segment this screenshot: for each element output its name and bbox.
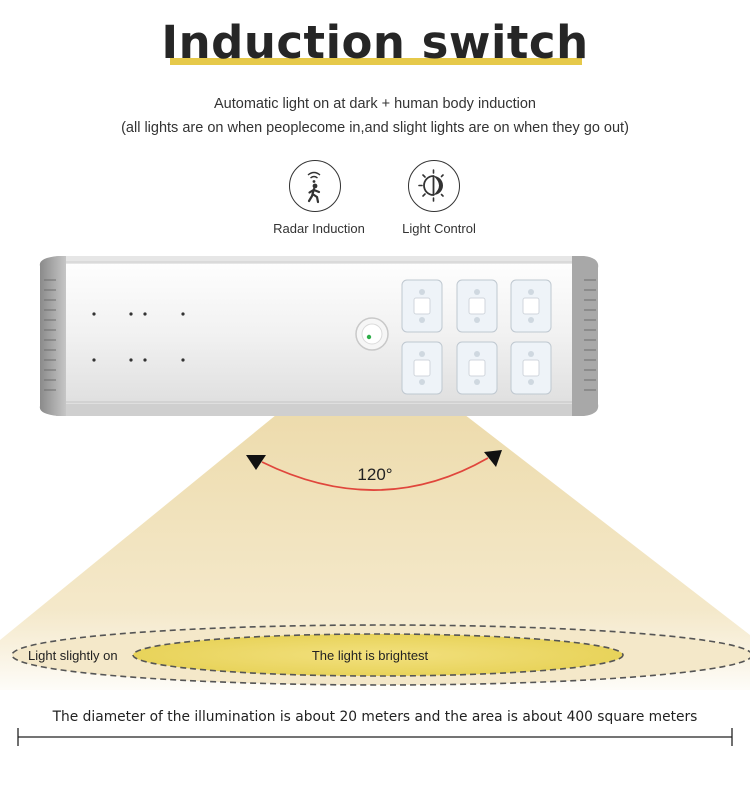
led-module: [401, 341, 443, 395]
led-module: [510, 279, 552, 333]
radar-induction-badge: [289, 160, 341, 212]
page-title: Induction switch: [161, 16, 589, 69]
angle-label: 120°: [357, 465, 393, 484]
subtitle-line-2: (all lights are on when peoplecome in,an…: [121, 120, 629, 136]
led-module-grid: [401, 279, 552, 395]
ground-fade: [0, 690, 750, 803]
angle-arc: [261, 457, 489, 491]
light-control-label: Light Control: [402, 221, 476, 236]
led-module: [456, 341, 498, 395]
sun-moon-icon: [418, 169, 444, 202]
arc-arrow-right: [484, 450, 502, 467]
radar-induction-label: Radar Induction: [273, 221, 365, 236]
radar-person-icon: [307, 171, 321, 204]
title-underline: [170, 58, 582, 65]
arc-arrow-left: [246, 455, 266, 470]
led-module: [401, 279, 443, 333]
illumination-caption: The diameter of the illumination is abou…: [52, 709, 698, 725]
subtitle-line-1: Automatic light on at dark + human body …: [213, 96, 537, 112]
light-beam: [0, 340, 750, 700]
bright-zone-label: The light is brightest: [311, 648, 429, 663]
dim-zone-label: Light slightly on: [28, 648, 118, 663]
light-control-badge: [408, 160, 460, 212]
led-module: [456, 279, 498, 333]
radar-sensor: [355, 317, 389, 351]
bright-zone: [132, 633, 624, 677]
led-module: [510, 341, 552, 395]
